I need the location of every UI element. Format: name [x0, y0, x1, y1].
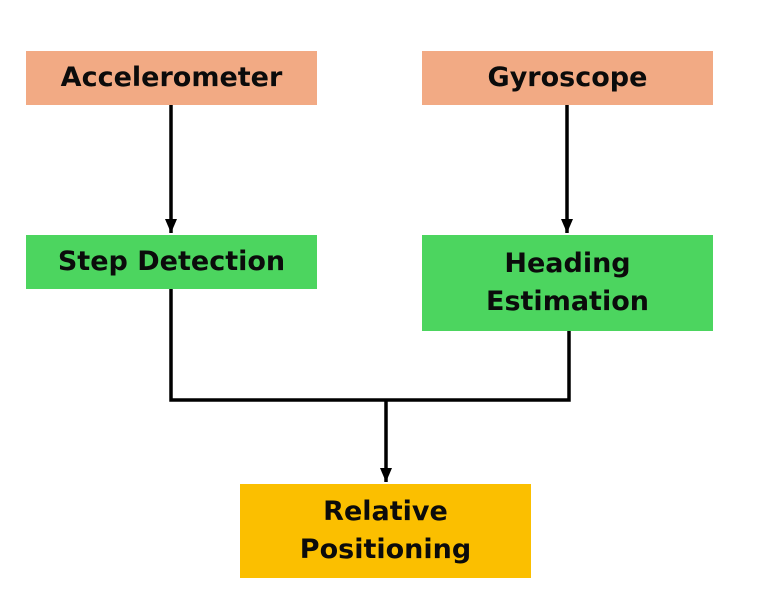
heading-estimation-label-line-1: Heading [504, 248, 631, 279]
gyroscope-box: Gyroscope [422, 51, 713, 105]
heading-estimation-box: Heading Estimation [422, 235, 713, 331]
relative-positioning-box: Relative Positioning [240, 484, 531, 578]
arrowhead-relative-positioning [380, 468, 392, 482]
connector-step-detection-merge [169, 289, 386, 402]
connector-heading-estimation-merge [386, 331, 571, 402]
arrowhead-heading-estimation [561, 219, 573, 233]
arrowhead-step-detection [165, 219, 177, 233]
gyroscope-label: Gyroscope [487, 62, 648, 93]
heading-estimation-label-line-2: Estimation [486, 286, 649, 317]
relative-positioning-label-line-2: Positioning [299, 534, 472, 565]
relative-positioning-label-line-1: Relative [323, 496, 448, 527]
accelerometer-label: Accelerometer [60, 62, 283, 93]
step-detection-box: Step Detection [26, 235, 317, 289]
step-detection-label: Step Detection [57, 246, 286, 277]
accelerometer-box: Accelerometer [26, 51, 317, 105]
